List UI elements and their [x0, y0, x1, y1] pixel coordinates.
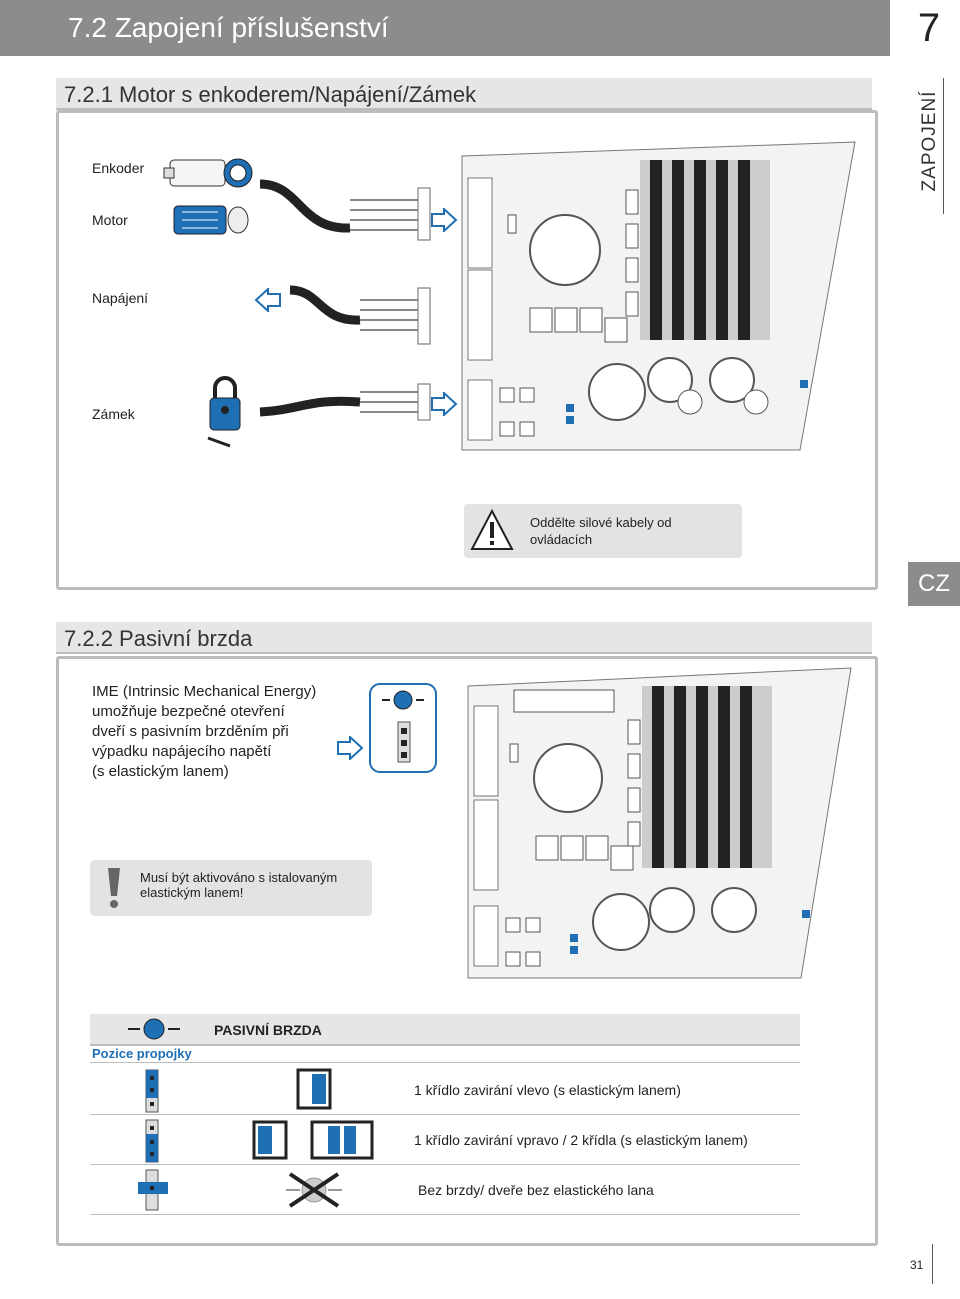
arrow-right-icon [337, 736, 364, 760]
activation-note-text: Musí být aktivováno s istalovaným elasti… [140, 870, 337, 900]
table-divider [90, 1164, 800, 1165]
ime-description: IME (Intrinsic Mechanical Energy) umožňu… [92, 682, 316, 782]
activation-note [90, 860, 372, 916]
jumper-detail-icon [369, 683, 437, 773]
page-title: 7.2 Zapojení příslušenství [68, 12, 389, 43]
door-right-icon [252, 1120, 288, 1160]
ime-line: výpadku napájecího napětí [92, 743, 272, 760]
language-tab: CZ [908, 562, 960, 606]
table-divider [90, 1062, 800, 1063]
table-divider [90, 1214, 800, 1215]
label-lock: Zámek [92, 406, 135, 422]
lock-icon [207, 376, 241, 448]
side-tab-label: ZAPOJENÍ [919, 90, 940, 192]
exclamation-icon [108, 868, 120, 908]
ime-line: IME (Intrinsic Mechanical Energy) [92, 683, 317, 700]
double-door-icon [310, 1120, 374, 1160]
jumper-right-icon [145, 1119, 159, 1163]
cable-separation-text: Oddělte silové kabely od ovládacích [530, 515, 672, 547]
motor-icon [173, 205, 249, 235]
no-brake-icon [286, 1172, 342, 1208]
ime-line: (s elastickým lanem) [92, 763, 229, 780]
activation-note-line: Musí být aktivováno s istalovaným [140, 870, 338, 885]
table-header-bar [90, 1014, 800, 1046]
chapter-number: 7 [917, 6, 941, 50]
section2-bar [56, 622, 872, 654]
ime-line: dveří s pasivním brzděním při [92, 723, 289, 740]
table-subheader: Pozice propojky [92, 1046, 192, 1061]
table-row-text: 1 křídlo zavirání vpravo / 2 křídla (s e… [414, 1132, 748, 1148]
door-left-icon [296, 1068, 332, 1110]
table-row-text: Bez brzdy/ dveře bez elastického lana [418, 1182, 654, 1198]
jumper-left-icon [145, 1069, 159, 1113]
arrow-left-icon [254, 288, 281, 312]
side-divider [943, 78, 944, 214]
arrow-right-icon [431, 208, 458, 232]
side-tab: ZAPOJENÍ [912, 78, 946, 214]
control-board [467, 667, 852, 979]
warning-icon [470, 508, 514, 550]
section1-title: 7.2.1 Motor s enkoderem/Napájení/Zámek [64, 82, 477, 107]
page-number: 31 [910, 1258, 924, 1272]
wiring-illustration [163, 158, 431, 448]
section2-title: 7.2.2 Pasivní brzda [64, 626, 253, 651]
section1-bar [56, 78, 872, 110]
encoder-icon [163, 158, 253, 188]
activation-note-line: elastickým lanem! [140, 885, 244, 900]
label-motor: Motor [92, 212, 128, 228]
brake-icon [128, 1018, 180, 1040]
page-number-divider [932, 1244, 933, 1284]
table-header-title: PASIVNÍ BRZDA [214, 1022, 322, 1038]
jumper-horizontal-icon [138, 1169, 168, 1211]
arrow-right-icon [431, 392, 458, 416]
table-divider [90, 1114, 800, 1115]
header-bar [0, 0, 890, 56]
table-row-text: 1 křídlo zavirání vlevo (s elastickým la… [414, 1082, 681, 1098]
ime-line: umožňuje bezpečné otevření [92, 703, 285, 720]
label-power: Napájení [92, 290, 149, 306]
control-board [461, 141, 856, 451]
label-encoder: Enkoder [92, 160, 145, 176]
